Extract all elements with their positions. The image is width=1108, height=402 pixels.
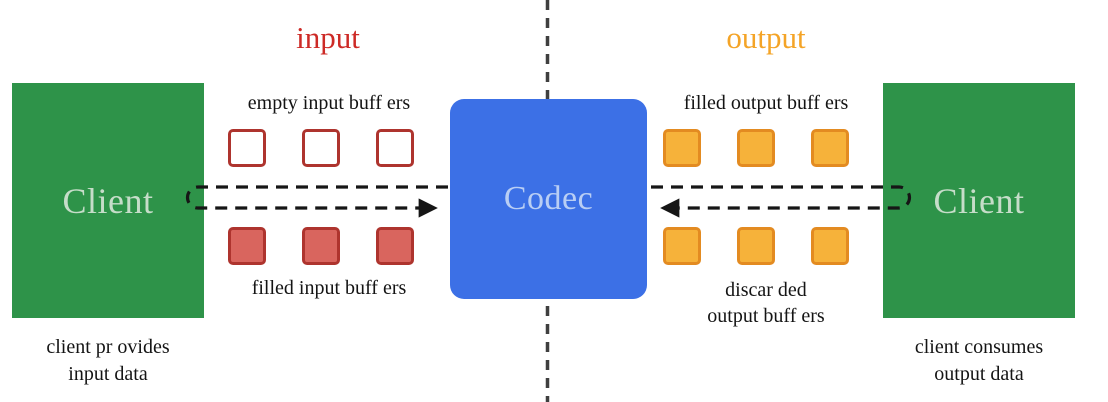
output-client-box: Client	[883, 83, 1075, 318]
discarded-output-buffer	[663, 227, 701, 265]
input-client-caption: client pr ovides input data	[46, 336, 170, 385]
filled-input-buffer	[228, 227, 266, 265]
input-buffer-loop-arrow	[185, 185, 448, 218]
discarded-output-buffer	[811, 227, 849, 265]
discarded-output-buffers-row	[663, 227, 849, 265]
output-client-caption: client consumes output data	[914, 336, 1044, 385]
input-section-title: input	[296, 20, 360, 55]
empty-input-buffers-label: empty input buff ers	[247, 92, 411, 114]
filled-input-buffer	[376, 227, 414, 265]
filled-output-buffer	[663, 129, 701, 167]
codec-box: Codec	[450, 99, 647, 299]
client-label: Client	[933, 180, 1025, 221]
filled-input-buffers-row	[228, 227, 414, 265]
empty-input-buffers-row	[228, 129, 414, 167]
codec-label: Codec	[503, 180, 594, 217]
client-label: Client	[62, 180, 154, 221]
empty-input-buffer	[228, 129, 266, 167]
filled-output-buffer	[811, 129, 849, 167]
filled-output-buffers-row	[663, 129, 849, 167]
output-section-title: output	[726, 20, 806, 55]
filled-input-buffers-label: filled input buff ers	[251, 277, 407, 299]
empty-input-buffer	[376, 129, 414, 167]
filled-output-buffer	[737, 129, 775, 167]
filled-input-buffer	[302, 227, 340, 265]
empty-input-buffer	[302, 129, 340, 167]
input-client-box: Client	[12, 83, 204, 318]
discarded-output-buffers-label: discar ded output buff ers	[707, 279, 825, 327]
filled-output-buffers-label: filled output buff ers	[683, 92, 849, 114]
discarded-output-buffer	[737, 227, 775, 265]
output-buffer-loop-arrow	[651, 185, 912, 218]
